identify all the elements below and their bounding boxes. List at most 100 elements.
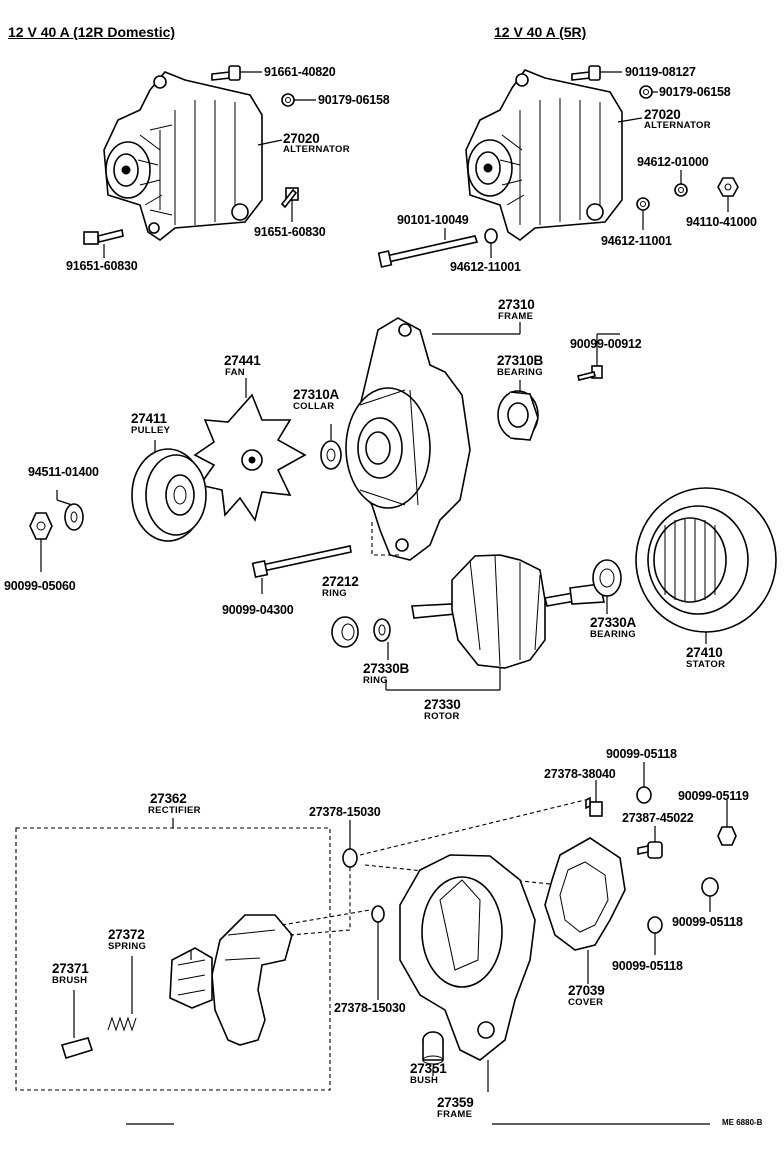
label-27310: 27310	[498, 297, 535, 312]
label-ring-a: RING	[322, 588, 347, 599]
label-90099-05060: 90099-05060	[4, 579, 76, 593]
label-cover: COVER	[568, 997, 604, 1008]
footer-code: ME 6880-B	[722, 1118, 763, 1127]
label-alternator-left: ALTERNATOR	[283, 144, 350, 155]
label-90101-10049: 90101-10049	[397, 213, 469, 227]
nut-90099-05118-c	[647, 916, 663, 955]
terminal-27378-38040	[585, 780, 603, 817]
label-ring-b: RING	[363, 675, 388, 686]
nut-90099-05118-a	[636, 762, 652, 804]
header-5r: 12 V 40 A (5R)	[494, 24, 587, 40]
washer-94612-11001-right	[636, 197, 650, 230]
alternator-right-assembly	[465, 69, 623, 241]
fan-27441	[193, 378, 307, 522]
label-collar: COLLAR	[293, 401, 335, 412]
terminal-27387-45022	[637, 826, 663, 859]
label-90099-04300: 90099-04300	[222, 603, 294, 617]
frame-27359	[399, 854, 536, 1092]
label-27020-right: 27020	[644, 107, 681, 122]
label-91651-60830-right: 91651-60830	[254, 225, 326, 239]
bush-27351	[422, 1031, 444, 1076]
label-27378-15030-top: 27378-15030	[309, 805, 381, 819]
screw-90099-00912	[577, 333, 620, 381]
pulley-27411	[131, 440, 207, 542]
label-27371: 27371	[52, 961, 89, 976]
label-90179-06158-left: 90179-06158	[318, 93, 390, 107]
terminal-27378-15030-bottom	[371, 905, 385, 1000]
label-91651-60830-left: 91651-60830	[66, 259, 138, 273]
label-27039: 27039	[568, 983, 605, 998]
nut-90099-05118-b	[701, 877, 719, 912]
label-27411: 27411	[131, 411, 167, 426]
label-27020-left: 27020	[283, 131, 320, 146]
bolt-90099-04300	[251, 545, 352, 594]
rectifier-box	[15, 818, 331, 1091]
label-27378-38040: 27378-38040	[544, 767, 616, 781]
label-27310a: 27310A	[293, 387, 340, 402]
rotor-27330	[385, 554, 605, 691]
label-27372: 27372	[108, 927, 145, 942]
washer-94612-11001-left	[484, 228, 498, 258]
label-frame-bottom: FRAME	[437, 1109, 473, 1120]
label-90099-05118-c: 90099-05118	[612, 959, 683, 973]
label-stator: STATOR	[686, 659, 726, 670]
bolt-90101-10049	[377, 228, 479, 268]
stator-27410	[635, 487, 777, 644]
label-27330b: 27330B	[363, 661, 410, 676]
label-90119-08127: 90119-08127	[625, 65, 696, 79]
label-bearing-top: BEARING	[497, 367, 543, 378]
bolt-91651-60830-left	[83, 229, 124, 258]
label-27387-45022: 27387-45022	[622, 811, 694, 825]
bolt-91661-40820	[211, 65, 262, 81]
label-90099-05118-b: 90099-05118	[672, 915, 743, 929]
bearing-27310b	[497, 380, 539, 441]
label-27441: 27441	[224, 353, 261, 368]
label-27359: 27359	[437, 1095, 474, 1110]
collar-27310a	[320, 424, 342, 470]
label-alternator-right: ALTERNATOR	[644, 120, 711, 131]
label-90099-05118-a: 90099-05118	[606, 747, 677, 761]
label-90179-06158-right: 90179-06158	[659, 85, 731, 99]
label-94612-11001-right: 94612-11001	[601, 234, 672, 248]
bearing-27330a	[592, 559, 622, 614]
label-94110-41000: 94110-41000	[686, 215, 757, 229]
label-94612-01000: 94612-01000	[637, 155, 709, 169]
label-90099-00912: 90099-00912	[570, 337, 642, 351]
cover-27039	[544, 837, 626, 984]
label-fan: FAN	[225, 367, 245, 378]
spring-27372	[107, 956, 137, 1032]
nut-90099-05119	[717, 800, 737, 846]
nut-94110-41000	[717, 177, 739, 212]
label-pulley: PULLEY	[131, 425, 171, 436]
header-12r-domestic: 12 V 40 A (12R Domestic)	[8, 24, 176, 40]
washer-94612-01000	[674, 170, 688, 197]
rectifier-27362	[169, 914, 293, 1046]
washer-94511-01400	[56, 490, 84, 531]
nut-90099-05060	[29, 512, 53, 572]
label-27330: 27330	[424, 697, 461, 712]
label-94612-11001-left: 94612-11001	[450, 260, 521, 274]
frame-27310	[345, 317, 521, 561]
label-bush: BUSH	[410, 1075, 439, 1086]
label-91661-40820: 91661-40820	[264, 65, 336, 79]
terminal-27378-15030-top	[342, 820, 358, 868]
label-90099-05119: 90099-05119	[678, 789, 749, 803]
nut-90179-06158-right	[639, 85, 658, 99]
ring-27330b	[373, 618, 391, 660]
label-27378-15030-bottom: 27378-15030	[334, 1001, 406, 1015]
alternator-left-assembly	[103, 71, 263, 241]
label-spring: SPRING	[108, 941, 147, 952]
label-27351: 27351	[410, 1061, 447, 1076]
ring-27212	[331, 616, 359, 648]
label-27212: 27212	[322, 574, 359, 589]
label-94511-01400: 94511-01400	[28, 465, 99, 479]
label-brush: BRUSH	[52, 975, 88, 986]
nut-90179-06158-left	[281, 93, 316, 107]
label-27410: 27410	[686, 645, 723, 660]
label-27310b: 27310B	[497, 353, 544, 368]
brush-27371	[60, 990, 94, 1059]
label-frame-top: FRAME	[498, 311, 534, 322]
label-27362: 27362	[150, 791, 187, 806]
